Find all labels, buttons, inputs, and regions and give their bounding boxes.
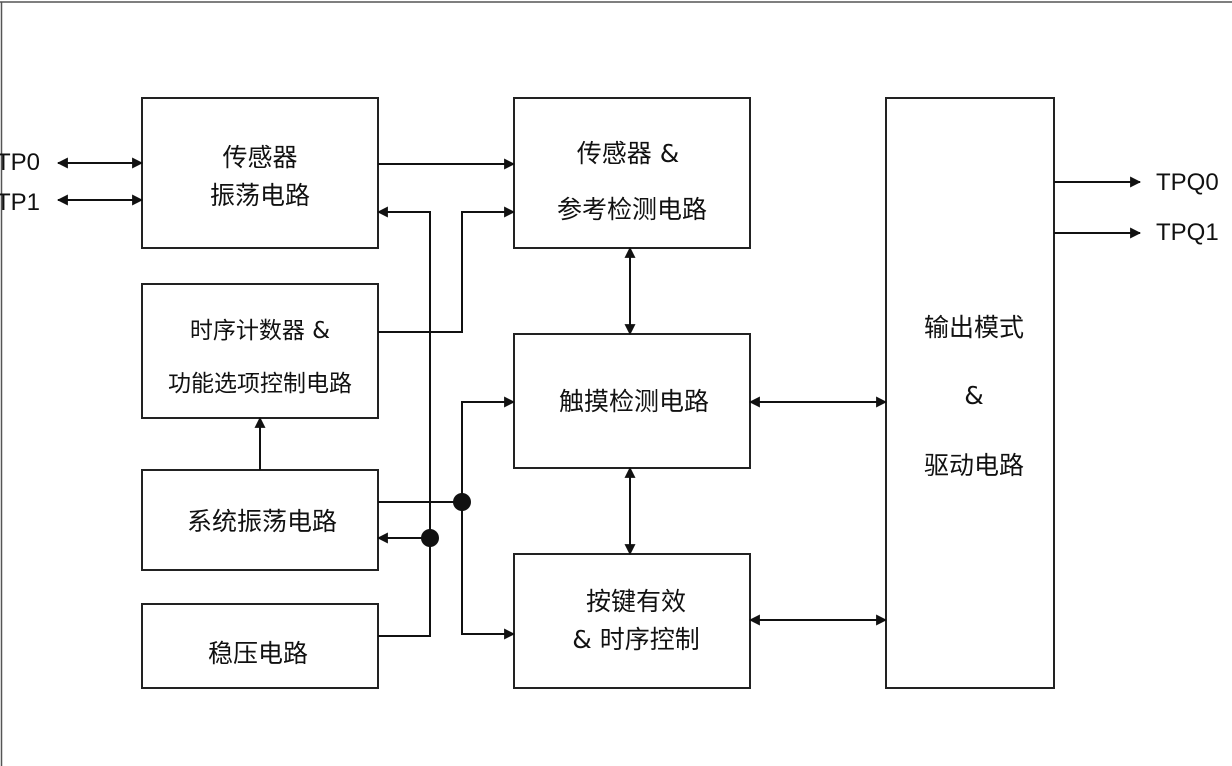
block-touch-detect: 触摸检测电路 bbox=[513, 333, 751, 469]
junction-dot bbox=[453, 493, 471, 511]
block-label: 系统振荡电路 bbox=[187, 507, 337, 536]
wire-regulator-to-sensor-osc bbox=[376, 206, 431, 637]
block-label: 功能选项控制电路 bbox=[168, 371, 352, 397]
block-label: 传感器 bbox=[222, 143, 297, 172]
block-label: 振荡电路 bbox=[210, 181, 310, 210]
block-label: & 时序控制 bbox=[572, 625, 699, 654]
block-label: 驱动电路 bbox=[924, 451, 1024, 480]
block-system-oscillator: 系统振荡电路 bbox=[141, 469, 379, 571]
block-label: 触摸检测电路 bbox=[559, 387, 709, 416]
block-voltage-regulator: 稳压电路 bbox=[141, 603, 379, 689]
block-label: 按键有效 bbox=[586, 587, 686, 616]
block-output-driver: 输出模式 & 驱动电路 bbox=[885, 97, 1055, 689]
block-label: & bbox=[964, 381, 984, 410]
wire-sys-osc-to-key bbox=[461, 502, 516, 640]
block-sensor-oscillator: 传感器 振荡电路 bbox=[141, 97, 379, 249]
junction-dot bbox=[421, 529, 439, 547]
block-label: 传感器 & bbox=[577, 139, 679, 168]
block-label: 输出模式 bbox=[924, 313, 1024, 342]
wire-timing-to-sensor-ref bbox=[378, 206, 516, 333]
pin-label-tp0: TP0 bbox=[0, 149, 40, 176]
block-key-valid-timing: 按键有效 & 时序控制 bbox=[513, 553, 751, 689]
wire-sys-osc-to-touch bbox=[461, 396, 516, 502]
pin-label-tp1: TP1 bbox=[0, 189, 40, 216]
block-label: 时序计数器 & bbox=[190, 318, 330, 344]
block-label: 稳压电路 bbox=[208, 639, 308, 668]
block-sensor-reference-detect: 传感器 & 参考检测电路 bbox=[513, 97, 751, 249]
block-label: 参考检测电路 bbox=[557, 195, 707, 224]
block-timing-counter: 时序计数器 & 功能选项控制电路 bbox=[141, 283, 379, 419]
pin-label-tpq1: TPQ1 bbox=[1156, 219, 1219, 246]
pin-label-tpq0: TPQ0 bbox=[1156, 169, 1219, 196]
